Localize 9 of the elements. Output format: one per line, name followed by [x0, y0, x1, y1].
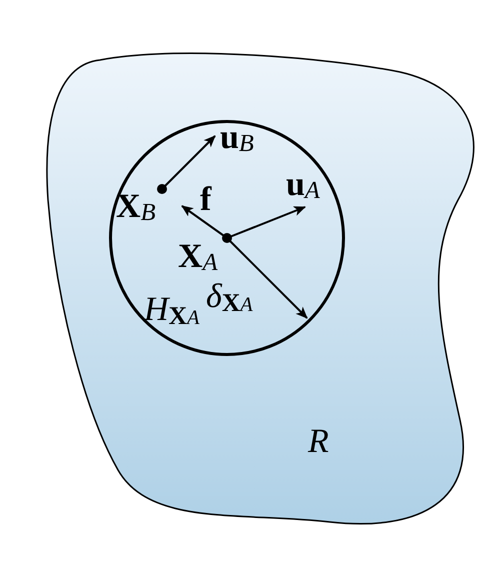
horizon-circle — [109, 120, 345, 356]
point-label: X$_{A}$ — [178, 240, 218, 274]
vector-label: f — [200, 183, 212, 217]
region-label: R — [308, 425, 329, 459]
distance-label: δ$_{XA}$ — [206, 280, 253, 316]
vector-label: u$_{B}$ — [220, 121, 254, 155]
vector-label: u$_{A}$ — [286, 168, 320, 202]
point-label: X$_{B}$ — [116, 190, 156, 224]
horizon-label: H$_{XA}$ — [144, 293, 200, 329]
